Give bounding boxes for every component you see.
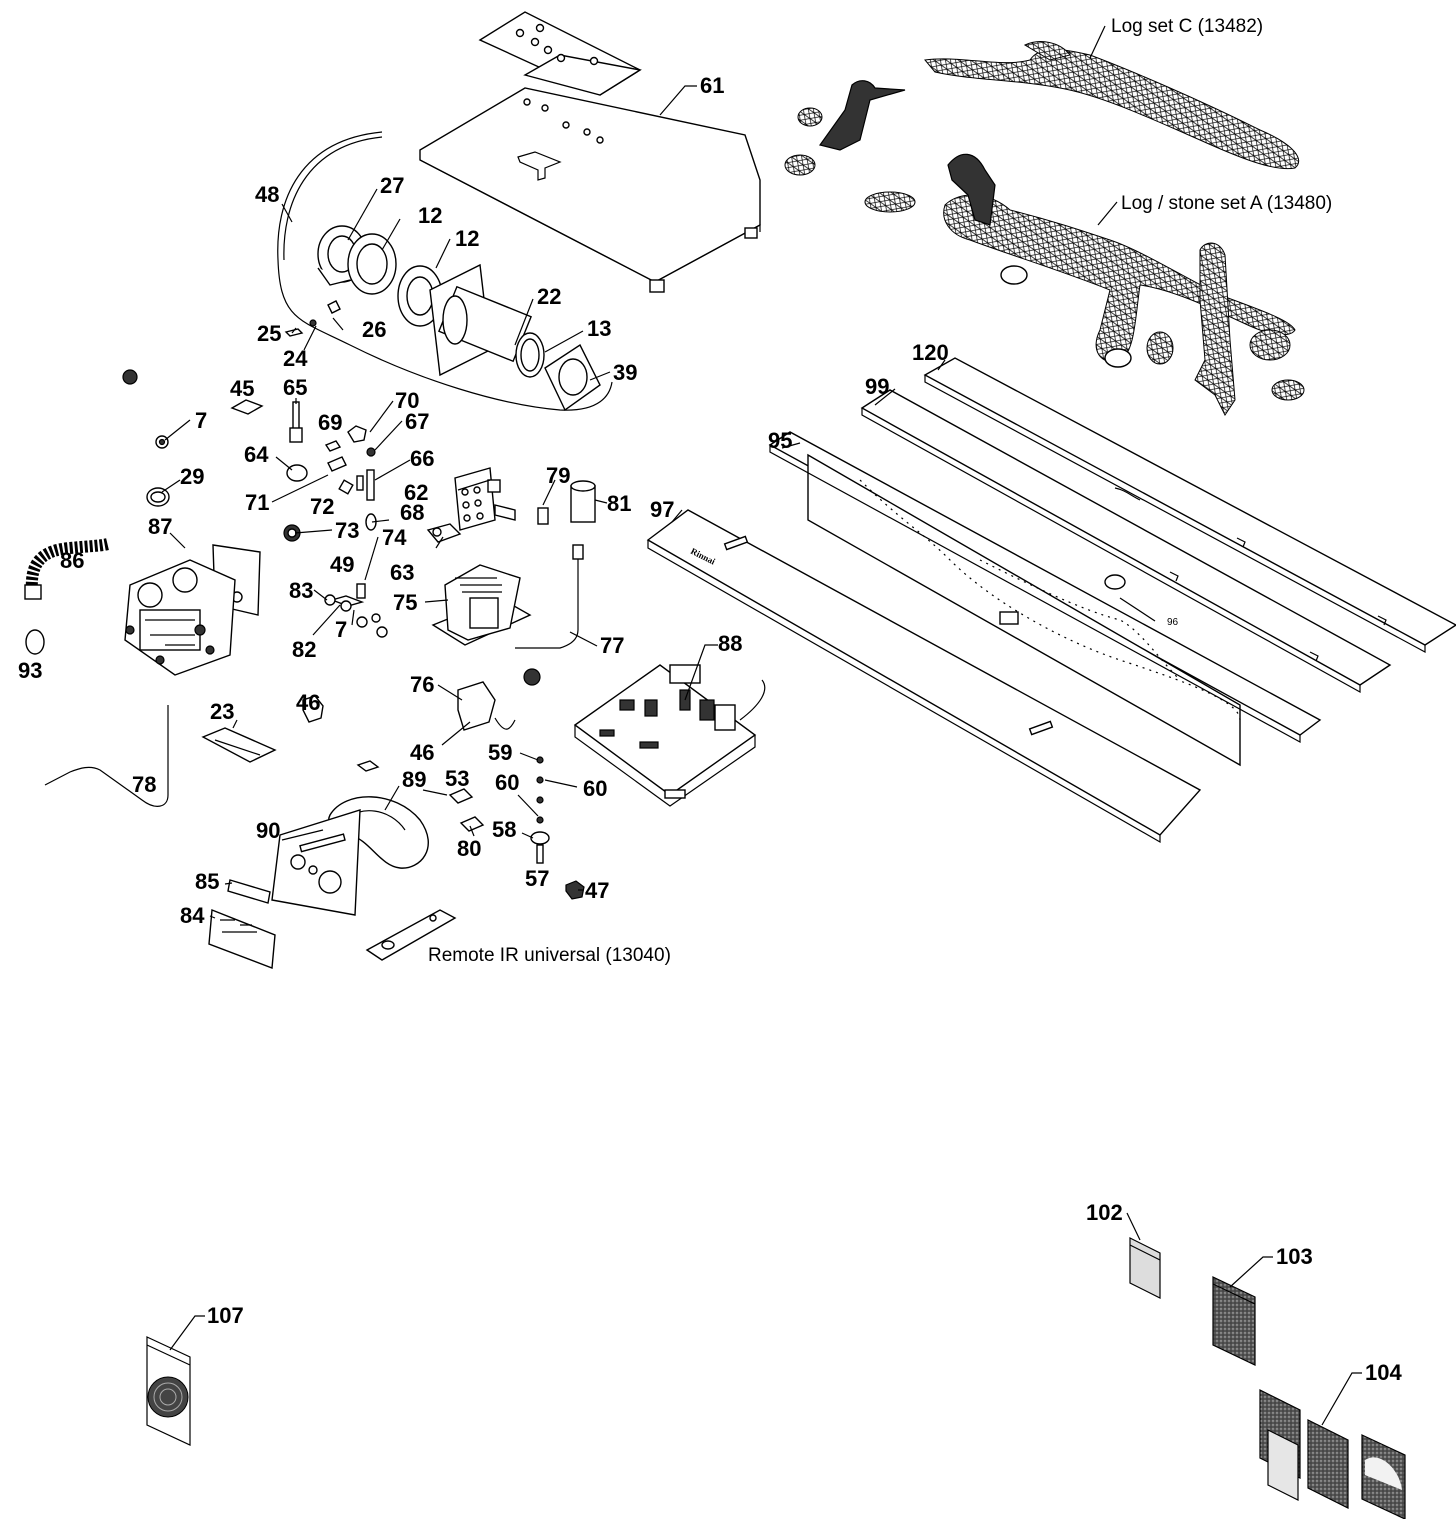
label-103: 103	[1276, 1244, 1313, 1269]
pipe-part	[515, 555, 579, 649]
label-73: 73	[335, 518, 359, 543]
flex-hose-part	[25, 538, 110, 591]
label-59: 59	[488, 740, 512, 765]
heat-shield-part	[419, 11, 761, 293]
bag-part-102	[1129, 1237, 1161, 1299]
label-74: 74	[382, 525, 407, 550]
label-90: 90	[256, 818, 280, 843]
label-96: 96	[1167, 617, 1179, 628]
label-93: 93	[18, 658, 42, 683]
label-88: 88	[718, 631, 742, 656]
part-labels: 61 48 27 12 12 22 13 39 25 26 24 45 65 7…	[18, 73, 1402, 1385]
transformer-part	[431, 564, 532, 646]
label-12: 12	[455, 226, 479, 251]
gas-valve-part	[124, 544, 261, 676]
label-75: 75	[393, 590, 417, 615]
label-12: 12	[418, 203, 442, 228]
label-120: 120	[912, 340, 949, 365]
tube-part	[277, 131, 613, 411]
label-95: 95	[768, 428, 792, 453]
label-102: 102	[1086, 1200, 1123, 1225]
label-62: 62	[404, 480, 428, 505]
label-67: 67	[405, 409, 429, 434]
label-7: 7	[335, 617, 347, 642]
label-23: 23	[210, 699, 234, 724]
label-46: 46	[296, 690, 320, 715]
label-72: 72	[310, 494, 334, 519]
label-45: 45	[230, 376, 254, 401]
label-27: 27	[380, 173, 404, 198]
label-39: 39	[613, 360, 637, 385]
label-25: 25	[257, 321, 281, 346]
burner-assembly	[284, 225, 601, 412]
label-97: 97	[650, 497, 674, 522]
front-panel-part	[271, 809, 361, 916]
bag-part-103	[1212, 1276, 1256, 1366]
label-13: 13	[587, 316, 611, 341]
label-66: 66	[410, 446, 434, 471]
bracket-part	[454, 467, 516, 531]
caption-remote-ir: Remote IR universal (13040)	[428, 945, 671, 966]
caption-log-set-c: Log set C (13482)	[1111, 16, 1263, 37]
label-29: 29	[180, 464, 204, 489]
label-22: 22	[537, 284, 561, 309]
front-rail-part: Rinnai	[646, 509, 1202, 844]
log-set-a	[943, 153, 1305, 416]
label-87: 87	[148, 514, 172, 539]
rail-part-99	[860, 389, 1392, 694]
label-26: 26	[362, 317, 386, 342]
log-set-c	[784, 41, 1300, 213]
label-76: 76	[410, 672, 434, 697]
label-58: 58	[492, 817, 516, 842]
label-49: 49	[330, 552, 354, 577]
label-78: 78	[132, 772, 156, 797]
label-68: 68	[400, 500, 424, 525]
label-60: 60	[495, 770, 519, 795]
label-104: 104	[1365, 1360, 1402, 1385]
label-77: 77	[600, 633, 624, 658]
label-99: 99	[865, 374, 889, 399]
rail-part-120	[923, 357, 1456, 654]
label-83: 83	[289, 578, 313, 603]
label-107: 107	[207, 1303, 244, 1328]
label-80: 80	[457, 836, 481, 861]
label-89: 89	[402, 767, 426, 792]
label-82: 82	[292, 637, 316, 662]
label-7: 7	[195, 408, 207, 433]
label-69: 69	[318, 410, 342, 435]
label-65: 65	[283, 375, 307, 400]
caption-log-stone-set-a: Log / stone set A (13480)	[1121, 193, 1332, 214]
label-85: 85	[195, 869, 219, 894]
bag-part-104	[1259, 1389, 1406, 1519]
label-24: 24	[283, 346, 308, 371]
pipe-bend-part	[44, 705, 169, 807]
label-60: 60	[583, 776, 607, 801]
label-71: 71	[245, 490, 269, 515]
label-70: 70	[395, 388, 419, 413]
label-64: 64	[244, 442, 269, 467]
small-parts-cluster	[122, 369, 388, 638]
label-57: 57	[525, 866, 549, 891]
label-84: 84	[180, 903, 205, 928]
label-61: 61	[700, 73, 724, 98]
bag-part-107	[146, 1336, 191, 1446]
label-63: 63	[390, 560, 414, 585]
label-48: 48	[255, 182, 279, 207]
label-53: 53	[445, 766, 469, 791]
label-79: 79	[546, 463, 570, 488]
label-46: 46	[410, 740, 434, 765]
label-47: 47	[585, 878, 609, 903]
leader-lines	[161, 25, 1362, 1426]
burner-rail-part	[768, 431, 1322, 767]
label-81: 81	[607, 491, 631, 516]
label-86: 86	[60, 548, 84, 573]
